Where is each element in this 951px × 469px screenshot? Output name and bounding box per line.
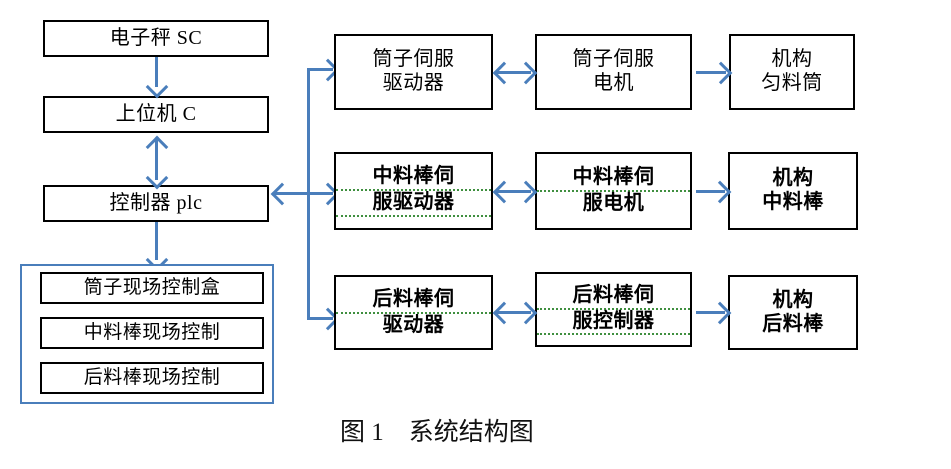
box-bobbin-field-control-box-label: 筒子现场控制盒: [83, 276, 221, 298]
box-host-computer-label: 上位机 C: [115, 102, 197, 125]
box-rear-rod-servo-controller-line1: 后料棒伺: [537, 284, 690, 310]
box-bobbin-servo-motor: 筒子伺服 电机: [535, 34, 692, 110]
box-rear-rod-servo-driver: 后料棒伺 驱动器: [334, 275, 493, 350]
box-bobbin-servo-driver: 筒子伺服 驱动器: [334, 34, 493, 110]
box-middle-rod-mechanism-line1: 机构: [772, 167, 814, 190]
box-rear-rod-mechanism-line2: 后料棒: [762, 312, 824, 335]
box-rear-rod-mechanism-line1: 机构: [772, 288, 814, 311]
box-middle-rod-servo-motor-line1: 中料棒伺: [537, 166, 690, 192]
box-electronic-scale-label: 电子秤 SC: [109, 26, 203, 49]
box-middle-rod-servo-driver-line2: 服驱动器: [336, 191, 491, 217]
box-bobbin-servo-motor-line1: 筒子伺服: [572, 48, 655, 71]
box-middle-rod-mechanism: 机构 中料棒: [728, 152, 858, 230]
box-rear-rod-field-control: 后料棒现场控制: [40, 362, 264, 394]
box-rear-rod-servo-controller-line2: 服控制器: [537, 310, 690, 336]
box-middle-rod-servo-motor: 中料棒伺 服电机: [535, 152, 692, 230]
box-middle-rod-field-control: 中料棒现场控制: [40, 317, 264, 349]
box-rear-rod-servo-driver-line2: 驱动器: [382, 313, 445, 336]
box-bobbin-mechanism-line2: 匀料筒: [761, 72, 823, 94]
box-controller-plc: 控制器 plc: [43, 185, 269, 222]
figure-caption: 图 1 系统结构图: [340, 419, 534, 446]
box-bobbin-mechanism: 机构 匀料筒: [729, 34, 855, 110]
box-electronic-scale: 电子秤 SC: [43, 20, 269, 57]
box-controller-plc-label: 控制器 plc: [109, 191, 203, 214]
box-host-computer: 上位机 C: [43, 96, 269, 133]
box-rear-rod-servo-driver-line1: 后料棒伺: [336, 288, 491, 314]
box-bobbin-servo-motor-line2: 电机: [593, 72, 634, 94]
box-middle-rod-servo-motor-line2: 服电机: [582, 192, 645, 214]
box-middle-rod-mechanism-line2: 中料棒: [762, 191, 824, 213]
box-bobbin-servo-driver-line1: 筒子伺服: [372, 48, 455, 71]
box-middle-rod-field-control-label: 中料棒现场控制: [83, 321, 221, 343]
box-bobbin-mechanism-line1: 机构: [771, 48, 813, 71]
box-bobbin-field-control-box: 筒子现场控制盒: [40, 272, 264, 304]
box-rear-rod-servo-controller: 后料棒伺 服控制器: [535, 272, 692, 347]
box-middle-rod-servo-driver-line1: 中料棒伺: [336, 165, 491, 191]
box-middle-rod-servo-driver: 中料棒伺 服驱动器: [334, 152, 493, 230]
box-rear-rod-mechanism: 机构 后料棒: [728, 275, 858, 350]
box-rear-rod-field-control-label: 后料棒现场控制: [83, 366, 221, 388]
box-bobbin-servo-driver-line2: 驱动器: [382, 72, 445, 94]
